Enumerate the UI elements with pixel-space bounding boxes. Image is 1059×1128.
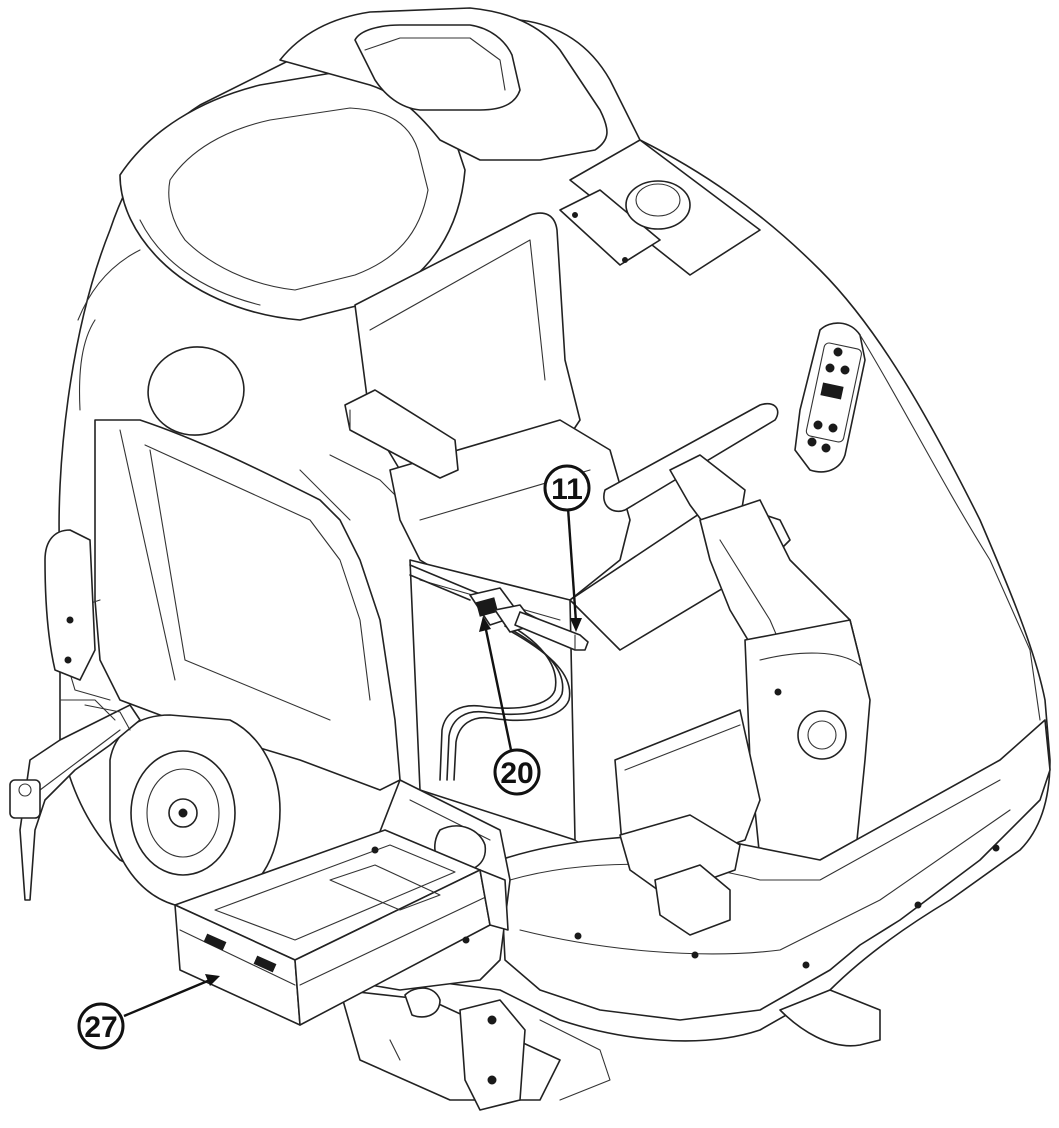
callout-11: 11 bbox=[543, 464, 591, 632]
battery-tray-drawer bbox=[174, 829, 509, 1026]
callout-27: 27 bbox=[77, 974, 220, 1050]
fill-cap-panel bbox=[559, 139, 761, 276]
callout-20-label: 20 bbox=[500, 757, 533, 790]
rear-wheel bbox=[109, 714, 281, 906]
wire-harness bbox=[409, 564, 581, 781]
callout-27-label: 27 bbox=[84, 1011, 117, 1044]
front-deck bbox=[499, 719, 1051, 1047]
callout-11-label: 11 bbox=[551, 473, 583, 506]
seat-switch-bracket bbox=[514, 611, 589, 651]
control-panel bbox=[794, 322, 1041, 721]
callout-20: 20 bbox=[479, 616, 541, 796]
squeegee-assembly bbox=[9, 699, 141, 901]
steering-column bbox=[603, 402, 871, 891]
